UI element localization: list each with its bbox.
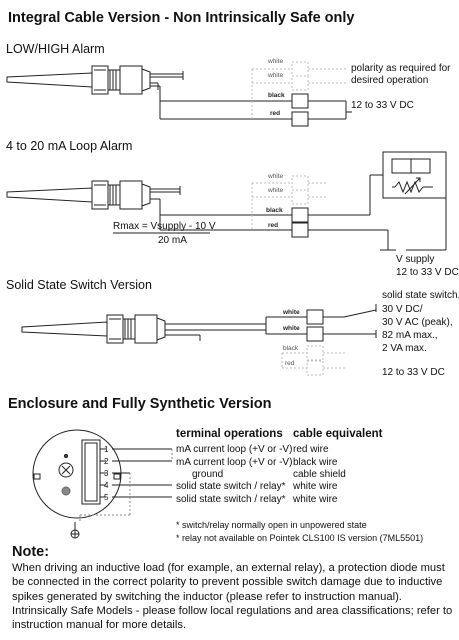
terminal-op: mA current loop (+V or -V) [176,444,293,455]
load-resistor-box [382,151,447,199]
loop-wire-label: white [268,187,284,194]
solid-heading: Solid State Switch Version [6,278,152,292]
loop-wire-label: red [268,222,279,229]
solid-wire-label: black [283,345,299,352]
probe-solid-state [21,314,166,344]
probe-loop [6,180,151,210]
wires-solid-state [165,304,377,376]
switch-spec: 2 VA max. [382,343,427,354]
loop-wire-label: white [268,173,284,180]
cable-equivalent: cable shield [293,469,346,480]
terminal-op: ground [192,469,224,480]
footnote: * switch/relay normally open in unpowere… [176,520,367,530]
note-paragraph: When driving an inductive load (for exam… [12,562,445,603]
enclosure-heading: Enclosure and Fully Synthetic Version [8,396,272,412]
cable-equivalent: black wire [293,457,338,468]
vsupply-range: 12 to 33 V DC [396,267,459,278]
switch-spec: 30 V AC (peak), [382,317,453,328]
switch-spec: solid state switch, [382,290,459,301]
loop-wire-label: black [266,207,283,214]
low-high-supply: 12 to 33 V DC [351,100,414,111]
rmax-formula: Rmax = Vsupply - 10 V [113,221,216,232]
page-title: Integral Cable Version - Non Intrinsical… [8,10,355,26]
vsupply-label: V supply [396,254,435,265]
solid-wire-label: white [283,325,300,332]
note-paragraph: Intrinsically Safe Models - please follo… [12,605,453,632]
terminal-number: 1 [104,445,109,454]
col-cable-equivalent: cable equivalent [293,428,383,440]
terminal-op: solid state switch / relay* [176,481,286,492]
cable-equivalent: white wire [293,481,338,492]
solid-supply: 12 to 33 V DC [382,367,445,378]
loop-heading: 4 to 20 mA Loop Alarm [6,139,133,153]
terminal-op: mA current loop (+V or -V) [176,457,293,468]
solid-wire-label: red [285,360,295,367]
low-high-heading: LOW/HIGH Alarm [6,42,105,56]
probe-low-high [6,65,151,95]
terminal-number: 3 [104,469,109,478]
low-high-wire-label: black [268,92,285,99]
switch-spec: 30 V DC/ [382,304,423,315]
enclosure-drawing [32,429,173,539]
terminal-number: 4 [104,481,109,490]
polarity-note: desired operation [351,75,429,86]
footnote: * relay not available on Pointek CLS100 … [176,533,424,543]
wires-low-high [159,61,352,127]
polarity-note: polarity as required for [351,63,451,74]
low-high-wire-label: red [270,110,281,117]
terminal-number: 2 [104,457,109,466]
wires-loop [150,174,447,251]
solid-wire-label: white [283,309,300,316]
cable-equivalent: white wire [293,494,338,505]
cable-equivalent: red wire [293,444,329,455]
terminal-op: solid state switch / relay* [176,494,286,505]
low-high-wire-label: white [268,58,284,65]
rmax-formula-denominator: 20 mA [158,235,187,246]
note-heading: Note: [12,544,50,560]
cable-low-high [150,71,184,90]
low-high-wire-label: white [268,72,284,79]
col-terminal-operations: terminal operations [176,428,283,440]
terminal-number: 5 [104,493,109,502]
switch-spec: 82 mA max., [382,330,438,341]
